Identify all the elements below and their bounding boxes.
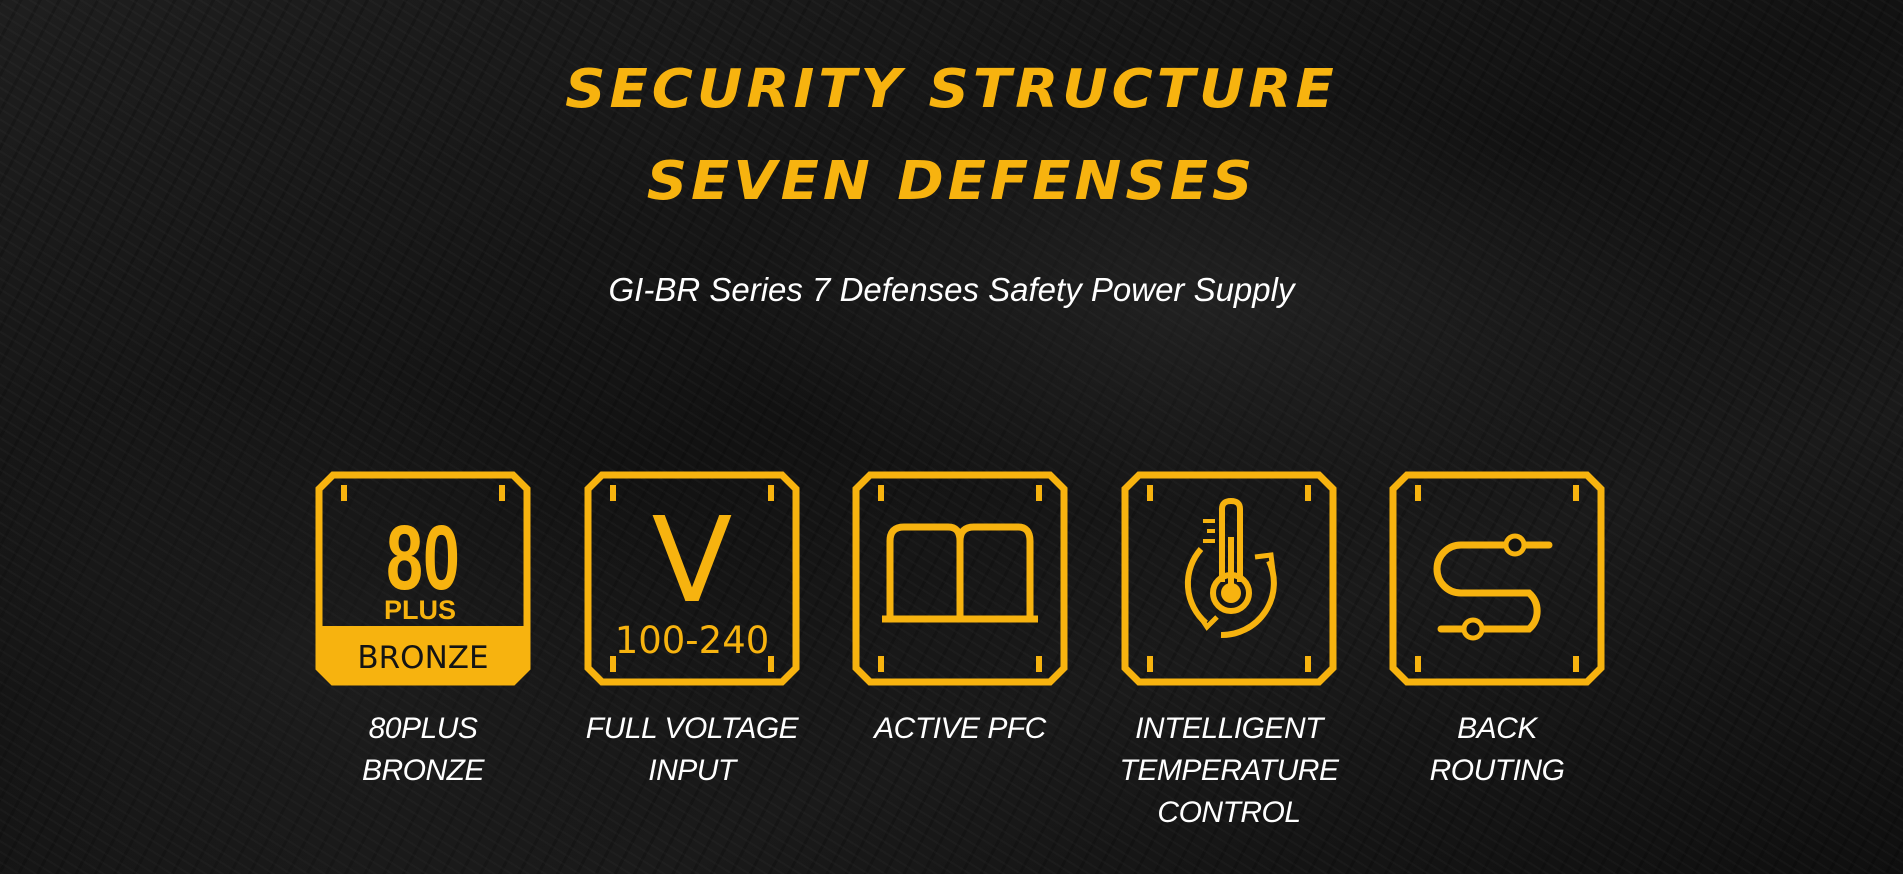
page-title-line-2: SEVEN DEFENSES — [646, 150, 1257, 213]
feature-intelligent-temperature: INTELLIGENT TEMPERATURE CONTROL — [1120, 471, 1339, 829]
active-pfc-icon — [852, 471, 1068, 686]
voltage-range: 100-240 — [615, 619, 770, 662]
feature-80plus-bronze: 80 PLUS BRONZE 80PLUS BRONZE — [315, 471, 531, 787]
feature-label: 80PLUS BRONZE — [361, 712, 485, 787]
badge-tier: BRONZE — [357, 640, 488, 676]
badge-plus: PLUS — [384, 595, 456, 625]
cable-routing-icon — [1389, 471, 1605, 686]
feature-full-voltage: V 100-240 FULL VOLTAGE INPUT — [584, 471, 800, 787]
feature-label: FULL VOLTAGE INPUT — [585, 712, 799, 787]
page-title-line-1: SECURITY STRUCTURE — [565, 58, 1338, 121]
thermometer-icon — [1121, 471, 1337, 686]
80-plus-bronze-badge-icon: 80 PLUS BRONZE — [315, 471, 531, 686]
feature-label: ACTIVE PFC — [874, 712, 1046, 745]
page-subtitle: GI-BR Series 7 Defenses Safety Power Sup… — [608, 271, 1295, 308]
feature-active-pfc: ACTIVE PFC — [852, 471, 1068, 745]
voltage-icon: V 100-240 — [584, 471, 800, 686]
badge-number: 80 — [386, 505, 460, 608]
feature-label: BACK ROUTING — [1429, 712, 1565, 787]
voltage-letter: V — [652, 491, 733, 629]
feature-label: INTELLIGENT TEMPERATURE CONTROL — [1119, 712, 1339, 829]
feature-back-routing: BACK ROUTING — [1389, 471, 1605, 787]
